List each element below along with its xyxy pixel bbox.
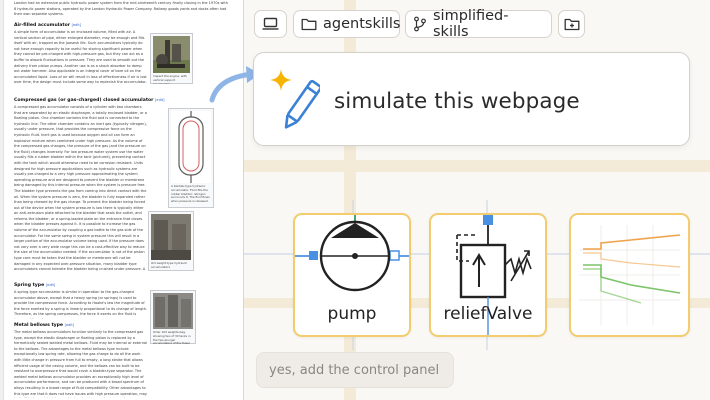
wiki-edit-link[interactable]: [edit] xyxy=(71,23,82,27)
wiki-heading-air-filled: Air-filled accumulator [edit] xyxy=(14,23,81,28)
wiki-caption: Inspect the engine, with vertical suppor… xyxy=(153,75,187,84)
wiki-section-text: A simple form of accumulator is an enclo… xyxy=(14,30,147,85)
wiki-heading-metal-bellows: Metal bellows type [edit] xyxy=(14,323,74,328)
workspace-label: agentskills xyxy=(323,16,401,32)
wiki-heading-spring: Spring type [edit] xyxy=(14,283,55,288)
new-folder-button[interactable] xyxy=(558,10,585,38)
weights-photo[interactable] xyxy=(151,214,191,260)
folder-icon xyxy=(301,18,317,31)
component-pump[interactable]: pump xyxy=(293,213,411,337)
pump-symbol-icon xyxy=(295,215,409,292)
branch-button[interactable]: simplified-skills xyxy=(405,8,552,40)
wiki-caption: Older 100 weights-bag, showing two of 30… xyxy=(153,331,191,344)
wiki-edit-link[interactable]: [edit] xyxy=(155,98,165,102)
component-relief-valve[interactable]: reliefValve xyxy=(429,213,547,337)
engine-photo[interactable] xyxy=(153,36,190,73)
plot-chart-icon xyxy=(579,225,681,325)
wiki-heading-text: Spring type xyxy=(14,283,45,288)
pencil-icon xyxy=(284,79,320,129)
wiki-section-text: A spring-type accumulator is similar in … xyxy=(14,290,148,319)
wiki-section-text: A compressed gas accumulator consists of… xyxy=(14,105,147,273)
laptop-button[interactable] xyxy=(254,10,287,38)
component-plot[interactable] xyxy=(569,213,690,337)
wiki-heading-text: Compressed gas (or gas-charged) closed a… xyxy=(14,98,154,103)
wiki-heading-text: Air-filled accumulator xyxy=(14,23,71,28)
wiki-edit-link[interactable]: [edit] xyxy=(64,323,75,327)
chat-input-text: yes, add the control panel xyxy=(269,363,440,378)
folder-plus-icon xyxy=(564,18,579,31)
prompt-card[interactable]: simulate this webpage xyxy=(253,52,690,146)
laptop-icon xyxy=(262,17,279,30)
workspace-button[interactable]: agentskills xyxy=(293,10,400,38)
wiki-page: London had an extensive public hydraulic… xyxy=(0,0,243,400)
background-stripe xyxy=(244,160,710,172)
wiki-heading-compressed-gas: Compressed gas (or gas-charged) closed a… xyxy=(14,98,165,103)
wiki-caption: A bladder-type hydraulic accumulator. Fl… xyxy=(171,185,210,204)
git-branch-icon xyxy=(414,16,426,32)
wiki-page-edge xyxy=(0,0,4,400)
wiki-caption: Old weight-type hydraulic accumulators xyxy=(151,262,188,269)
chat-input[interactable]: yes, add the control panel xyxy=(256,352,454,388)
tower-bridge-photo[interactable] xyxy=(153,293,193,329)
wiki-edit-link[interactable]: [edit] xyxy=(45,283,56,287)
wiki-figure-bladder: A bladder-type hydraulic accumulator. Fl… xyxy=(168,108,214,208)
branch-label: simplified-skills xyxy=(433,8,509,40)
sparkle-icon xyxy=(270,69,292,91)
wiki-section-text: The metal bellows accumulators function … xyxy=(14,330,148,398)
bladder-diagram[interactable] xyxy=(171,111,211,183)
component-label: pump xyxy=(327,304,377,324)
wiki-heading-text: Metal bellows type xyxy=(14,323,64,328)
relief-valve-symbol-icon xyxy=(456,215,532,335)
prompt-text: simulate this webpage xyxy=(334,89,580,114)
wiki-intro: London had an extensive public hydraulic… xyxy=(14,1,228,17)
component-label: reliefValve xyxy=(443,304,533,324)
wiki-figure-engine: Inspect the engine, with vertical suppor… xyxy=(150,33,193,84)
wiki-figure-weights: Old weight-type hydraulic accumulators xyxy=(148,211,194,271)
wiki-figure-tower-bridge: Older 100 weights-bag, showing two of 30… xyxy=(150,290,196,344)
